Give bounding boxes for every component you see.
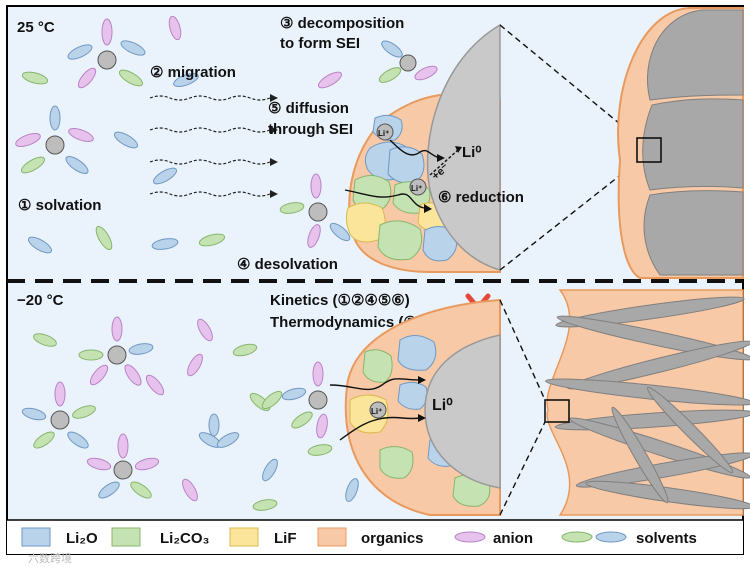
bottom-temperature-label: −20 °C bbox=[17, 292, 64, 309]
step-migration-label: ② migration bbox=[150, 64, 236, 81]
free-molecules bbox=[33, 318, 359, 511]
lithium-metal-top bbox=[426, 23, 501, 271]
svg-text:LiF: LiF bbox=[274, 530, 297, 547]
solvation-sheath bbox=[378, 40, 438, 83]
diffusion-paths bbox=[329, 378, 421, 441]
watermark: 六数跨境 bbox=[28, 551, 72, 565]
svg-text:Li⁺: Li⁺ bbox=[378, 129, 389, 138]
step-diffusion-label-2: through SEI bbox=[268, 121, 353, 138]
li-ion-sei: Li⁺ bbox=[369, 401, 387, 419]
free-molecules bbox=[21, 15, 343, 254]
legend-item-lif: LiF bbox=[229, 527, 297, 547]
svg-text:Li⁺: Li⁺ bbox=[411, 184, 422, 193]
step-diffusion-label-1: ⑤ diffusion bbox=[268, 100, 349, 117]
zoom-lines-bottom bbox=[499, 299, 546, 516]
solvation-sheath bbox=[78, 316, 154, 386]
step-decomposition-label-1: ③ decomposition bbox=[280, 15, 404, 32]
step-solvation-label: ① solvation bbox=[18, 197, 101, 214]
solvation-sheath bbox=[21, 381, 96, 449]
zoom-lines-top bbox=[499, 24, 638, 271]
solvation-sheath bbox=[67, 18, 146, 89]
lithium-metal-label-bottom: Li⁰ bbox=[432, 397, 453, 414]
step-decomposition-label-2: to form SEI bbox=[280, 35, 360, 52]
svg-text:solvents: solvents bbox=[636, 530, 697, 547]
kinetics-label: Kinetics (①②④⑤⑥) bbox=[270, 292, 410, 309]
solvation-sheath bbox=[86, 433, 160, 499]
zoom-box-bottom bbox=[544, 399, 570, 423]
svg-text:anion: anion bbox=[493, 530, 533, 547]
lithium-metal-bottom bbox=[424, 334, 501, 489]
reduction-arrow bbox=[429, 149, 459, 176]
svg-text:Li⁺: Li⁺ bbox=[371, 407, 382, 416]
migration-arrows bbox=[149, 95, 271, 197]
lithium-metal-label-top: Li⁰ bbox=[462, 144, 481, 161]
li-ion-sei: Li⁺ bbox=[409, 178, 427, 196]
thermodynamics-label: Thermodynamics (③) bbox=[270, 314, 422, 331]
top-panel: 25 °C bbox=[15, 7, 744, 279]
top-temperature-label: 25 °C bbox=[17, 19, 55, 36]
legend-item-li2co3: Li₂CO₃ bbox=[111, 527, 209, 547]
legend-item-anion: anion bbox=[454, 530, 533, 547]
legend-item-organics: organics bbox=[317, 527, 424, 547]
legend: Li₂O Li₂CO₃ LiF organics anion solvents bbox=[21, 527, 697, 547]
legend-item-solvents: solvents bbox=[561, 530, 697, 547]
migration-arrowheads bbox=[270, 94, 278, 198]
solvation-sheath bbox=[281, 361, 328, 439]
diffusion-paths bbox=[344, 139, 441, 209]
svg-text:Li₂O: Li₂O bbox=[66, 530, 98, 547]
dendritic-lithium-deposit bbox=[545, 289, 750, 516]
svg-text:Li₂CO₃: Li₂CO₃ bbox=[160, 530, 209, 547]
bottom-panel: −20 °C Kinetics (①②④⑤⑥) Thermodynamics (… bbox=[17, 289, 750, 516]
step-desolvation-label: ④ desolvation bbox=[237, 256, 338, 273]
step-reduction-label: ⑥ reduction bbox=[438, 189, 524, 206]
svg-text:organics: organics bbox=[361, 530, 424, 547]
dense-lithium-deposit bbox=[617, 7, 744, 279]
solvation-sheath bbox=[279, 173, 351, 248]
solvation-sheath bbox=[15, 105, 94, 175]
legend-item-li2o: Li₂O bbox=[21, 527, 98, 547]
zoom-box-top bbox=[636, 137, 662, 163]
li-ion-sei: Li⁺ bbox=[376, 123, 394, 141]
